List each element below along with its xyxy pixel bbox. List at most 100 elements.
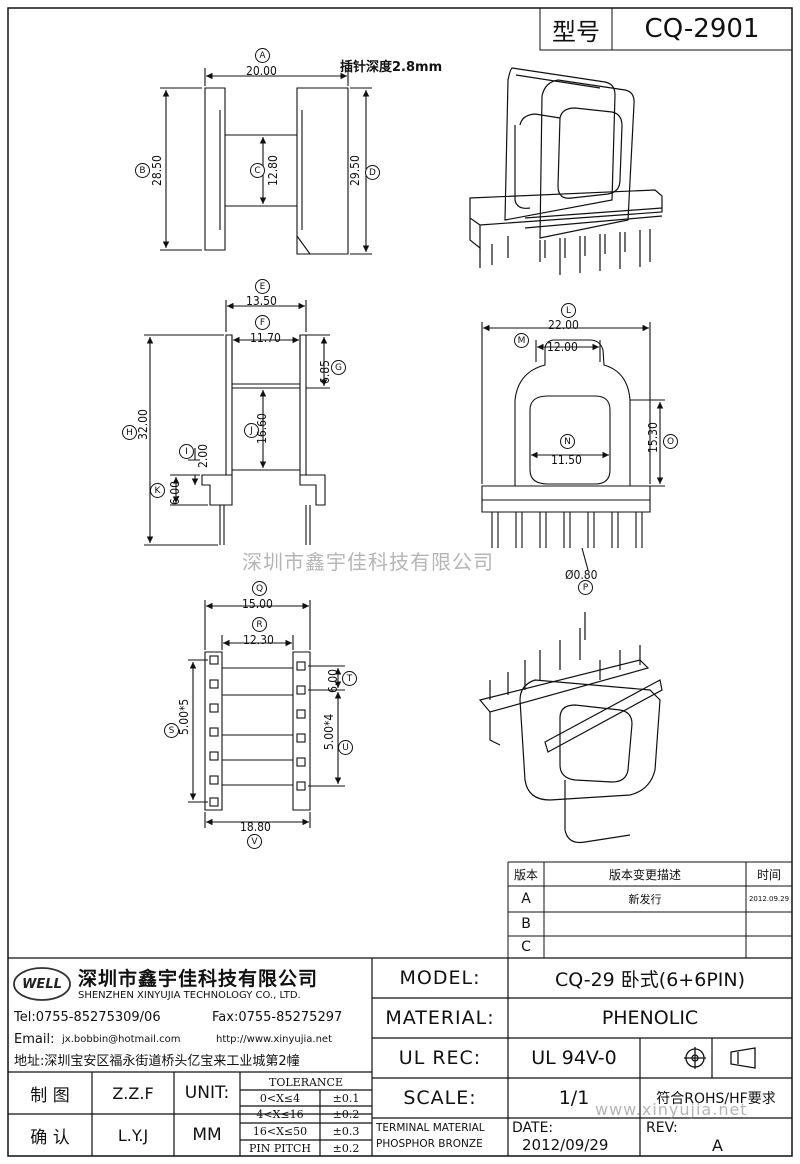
dim-m-marker: M xyxy=(514,333,529,348)
dim-v-value: 18.80 xyxy=(240,820,271,834)
dim-o-marker: O xyxy=(663,434,678,449)
spec-material-label: MATERIAL: xyxy=(385,1007,495,1029)
dim-q-marker: Q xyxy=(252,581,267,596)
logo-shape xyxy=(13,967,71,1001)
tolerance-title: TOLERANCE xyxy=(269,1075,343,1089)
bottom-view-4 xyxy=(188,600,345,828)
dim-n-value: 11.50 xyxy=(551,453,582,467)
spec-terminal-value: PHOSPHOR BRONZE xyxy=(376,1138,483,1150)
iso-view-2 xyxy=(478,612,663,844)
dim-a-value: 20.00 xyxy=(246,64,277,78)
dim-q-value: 15.00 xyxy=(242,597,273,611)
rev-row-a-rev: A xyxy=(521,891,531,907)
dim-k-marker: K xyxy=(150,483,165,498)
company-tel: Tel:0755-85275309/06 xyxy=(14,1010,161,1025)
check-value: L.Y.J xyxy=(117,1125,149,1145)
tol-value-1: ±0.1 xyxy=(332,1091,360,1105)
dim-u-marker: U xyxy=(338,740,353,755)
company-website[interactable]: http://www.xinyujia.net xyxy=(216,1034,332,1045)
dim-o-value: 15.30 xyxy=(646,422,660,453)
tol-value-3: ±0.3 xyxy=(332,1125,360,1138)
dim-e-marker: E xyxy=(255,279,270,294)
tol-value-2: ±0.2 xyxy=(332,1108,360,1121)
dim-p-value: Ø0.80 xyxy=(565,568,598,582)
unit-label: UNIT: xyxy=(184,1083,230,1103)
dim-r-value: 12.30 xyxy=(243,633,274,647)
watermark-url: www.xinyujia.net xyxy=(595,1100,748,1119)
side-view-1 xyxy=(160,68,372,255)
watermark: 深圳市鑫宇佳科技有限公司 xyxy=(242,550,494,574)
spec-model-value: CQ-29 卧式(6+6PIN) xyxy=(554,968,746,991)
dim-t-value: 6.00 xyxy=(326,668,340,693)
dim-l-value: 22.00 xyxy=(548,318,579,332)
spec-scale-label: SCALE: xyxy=(403,1087,477,1109)
company-address: 地址:深圳宝安区福永街道桥头亿宝来工业城第2幢 xyxy=(14,1054,300,1069)
dim-v-marker: V xyxy=(247,834,262,849)
spec-rev-value: A xyxy=(712,1136,723,1155)
tol-value-4: ±0.2 xyxy=(332,1141,360,1155)
dim-t-marker: T xyxy=(342,671,357,686)
dim-j-value: 16.60 xyxy=(255,413,269,444)
dim-e-value: 13.50 xyxy=(246,294,277,308)
dim-i-value: 2.00 xyxy=(196,443,210,468)
company-name-cn: 深圳市鑫宇佳科技有限公司 xyxy=(78,968,319,990)
dim-f-value: 11.70 xyxy=(250,331,281,345)
spec-date-value: 2012/09/29 xyxy=(522,1136,609,1154)
ul-symbols xyxy=(684,1047,756,1069)
tol-range-1: 0<X≤4 xyxy=(259,1091,301,1105)
rev-header-desc: 版本变更描述 xyxy=(608,867,681,882)
front-view-2 xyxy=(144,300,330,546)
end-view-3 xyxy=(481,322,665,571)
spec-ulrec-value: UL 94V-0 xyxy=(531,1047,617,1069)
dim-m-value: 12.00 xyxy=(547,340,578,354)
revision-table-grid xyxy=(507,861,792,959)
dim-l-marker: L xyxy=(561,303,576,318)
dim-k-value: 6.00 xyxy=(168,480,182,505)
company-logo: WELL xyxy=(22,976,62,992)
dim-b-value: 28.50 xyxy=(150,155,164,186)
dim-s-value: 5.00*5 xyxy=(177,698,191,735)
rev-row-a-desc: 新发行 xyxy=(628,893,662,906)
spec-date-label: DATE: xyxy=(512,1120,554,1136)
rev-row-a-date: 2012.09.29 xyxy=(748,895,790,903)
spec-scale-value: 1/1 xyxy=(558,1087,590,1109)
dim-d-value: 29.50 xyxy=(348,155,362,186)
check-label: 确 认 xyxy=(30,1127,70,1148)
dim-g-marker: G xyxy=(331,360,346,375)
dim-c-value: 12.80 xyxy=(266,155,280,186)
dim-r-marker: R xyxy=(252,617,267,632)
spec-rev-label: REV: xyxy=(646,1120,678,1136)
rev-header-version: 版本 xyxy=(513,867,538,882)
dim-g-value: 6.85 xyxy=(318,359,332,384)
dim-h-value: 32.00 xyxy=(136,409,150,440)
tol-range-2: 4<X≤16 xyxy=(256,1108,304,1121)
tol-range-4: PIN PITCH xyxy=(249,1141,311,1155)
company-email[interactable]: jx.bobbin@hotmail.com xyxy=(62,1034,181,1045)
header-model-value: CQ-2901 xyxy=(644,14,760,44)
company-name-en: SHENZHEN XINYUJIA TECHNOLOGY CO., LTD. xyxy=(78,990,301,1001)
rev-row-c-rev: C xyxy=(521,939,531,955)
draw-label: 制 图 xyxy=(30,1085,70,1106)
pin-depth-note: 插针深度2.8mm xyxy=(340,60,443,75)
dim-u-value: 5.00*4 xyxy=(322,713,336,750)
dim-j-marker: J xyxy=(244,423,259,438)
dim-c-marker: C xyxy=(250,163,265,178)
spec-rohs: 符合ROHS/HF要求 xyxy=(656,1091,776,1107)
draw-value: Z.Z.F xyxy=(112,1083,154,1103)
spec-material-value: PHENOLIC xyxy=(601,1007,699,1029)
dim-b-marker: B xyxy=(135,163,150,178)
unit-value: MM xyxy=(192,1125,222,1145)
rev-header-time: 时间 xyxy=(756,867,781,882)
dim-d-marker: D xyxy=(365,165,380,180)
title-block-grid xyxy=(8,957,792,1156)
company-email-label: Email: xyxy=(14,1032,55,1047)
dim-p-marker: P xyxy=(578,580,593,595)
spec-terminal-label: TERMINAL MATERIAL xyxy=(376,1122,485,1134)
tol-range-3: 16<X≤50 xyxy=(252,1125,308,1138)
company-fax: Fax:0755-85275297 xyxy=(212,1010,343,1025)
spec-ulrec-label: UL REC: xyxy=(398,1047,482,1069)
dim-i-marker: I xyxy=(179,444,194,459)
rev-row-b-rev: B xyxy=(521,916,531,932)
dim-h-marker: H xyxy=(122,425,137,440)
